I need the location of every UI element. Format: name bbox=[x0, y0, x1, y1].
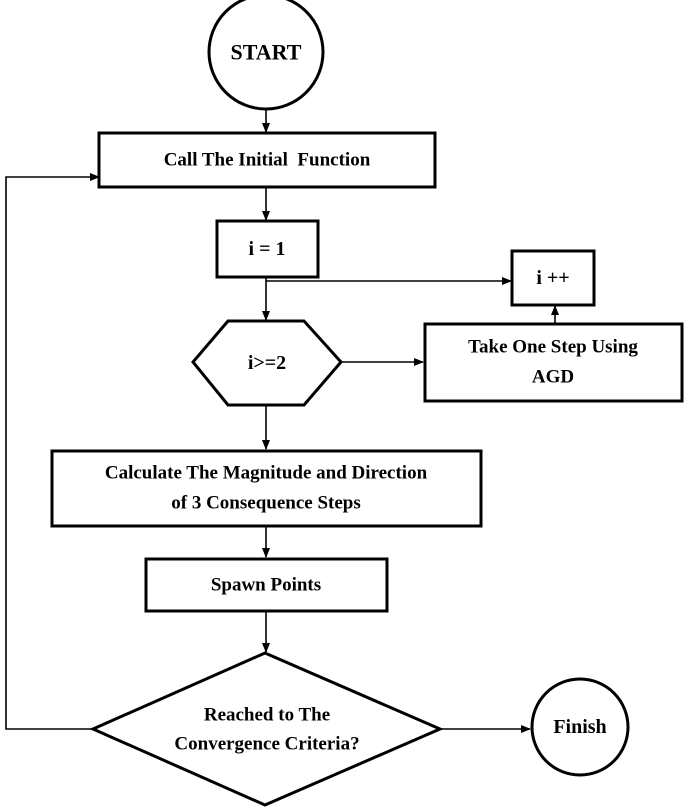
call-initial-function-label: Call The Initial Function bbox=[164, 150, 371, 171]
start-label: START bbox=[231, 40, 302, 65]
convergence-label-line2: Convergence Criteria? bbox=[174, 734, 359, 755]
agd-step-node: Take One Step Using AGD bbox=[423, 322, 684, 403]
convergence-decision-node: Reached to The Convergence Criteria? bbox=[89, 651, 444, 807]
calculate-label-line1: Calculate The Magnitude and Direction bbox=[105, 463, 428, 484]
start-node: START bbox=[207, 0, 325, 111]
spawn-points-label: Spawn Points bbox=[211, 575, 321, 596]
finish-node: Finish bbox=[530, 677, 630, 777]
spawn-points-node: Spawn Points bbox=[144, 557, 389, 613]
edge-convergence-loop-back bbox=[5, 173, 100, 730]
init-i-label: i = 1 bbox=[249, 238, 286, 260]
convergence-label-line1: Reached to The bbox=[204, 705, 330, 726]
agd-step-label-line1: Take One Step Using bbox=[468, 337, 638, 358]
decision-i-node: i>=2 bbox=[191, 319, 343, 407]
call-initial-function-node: Call The Initial Function bbox=[97, 131, 437, 189]
init-i-node: i = 1 bbox=[215, 219, 320, 279]
calculate-label-line2: of 3 Consequence Steps bbox=[171, 493, 360, 514]
finish-label: Finish bbox=[553, 716, 606, 738]
increment-node: i ++ bbox=[510, 249, 596, 307]
agd-step-label-line2: AGD bbox=[532, 367, 574, 388]
decision-i-label: i>=2 bbox=[248, 352, 286, 374]
increment-label: i ++ bbox=[536, 267, 569, 289]
calculate-node: Calculate The Magnitude and Direction of… bbox=[50, 449, 483, 528]
